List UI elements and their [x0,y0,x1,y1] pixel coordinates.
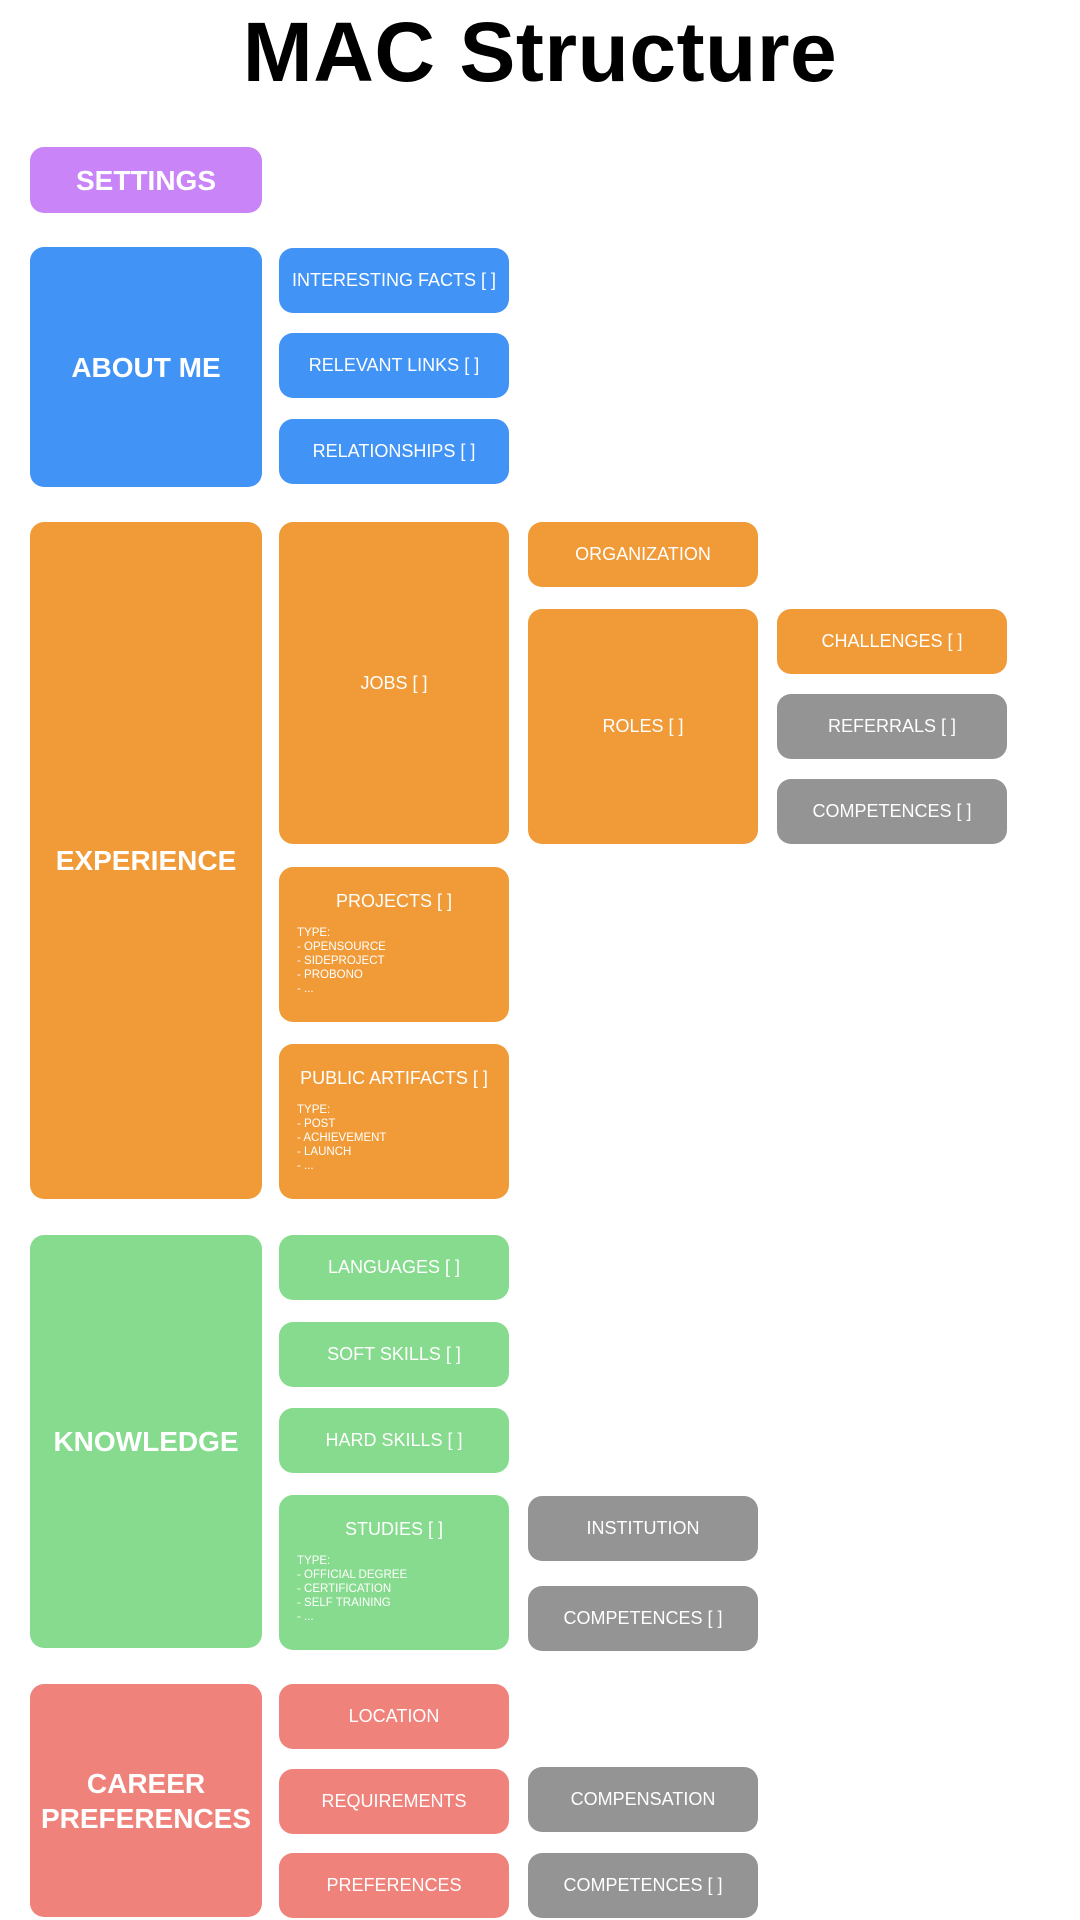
node-organization: ORGANIZATION [528,522,758,587]
node-challenges: CHALLENGES [ ] [777,609,1007,674]
node-career-preferences: CAREER PREFERENCES [30,1684,262,1917]
node-about-me: ABOUT ME [30,247,262,487]
projects-type-label: TYPE: [297,927,331,939]
page-title: MAC Structure [242,4,838,99]
studies-type-item: SELF TRAINING [297,1596,499,1610]
node-location: LOCATION [279,1684,509,1749]
public-artifacts-type-item: ... [297,1159,499,1173]
node-study-competences: COMPETENCES [ ] [528,1586,758,1651]
node-preference-competences: COMPETENCES [ ] [528,1853,758,1918]
node-languages: LANGUAGES [ ] [279,1235,509,1300]
node-hard-skills: HARD SKILLS [ ] [279,1408,509,1473]
node-preferences: PREFERENCES [279,1853,509,1918]
studies-type-item: OFFICIAL DEGREE [297,1568,499,1582]
public-artifacts-label: PUBLIC ARTIFACTS [ ] [300,1068,488,1088]
projects-type-list: TYPE: OPENSOURCE SIDEPROJECT PROBONO ... [289,926,499,996]
node-jobs: JOBS [ ] [279,522,509,844]
projects-type-item: OPENSOURCE [297,940,499,954]
public-artifacts-type-item: POST [297,1117,499,1131]
projects-type-item: ... [297,982,499,996]
studies-type-item: ... [297,1610,499,1624]
node-institution: INSTITUTION [528,1496,758,1561]
node-role-competences: COMPETENCES [ ] [777,779,1007,844]
node-requirements: REQUIREMENTS [279,1769,509,1834]
node-referrals: REFERRALS [ ] [777,694,1007,759]
projects-label: PROJECTS [ ] [335,891,452,911]
studies-type-list: TYPE: OFFICIAL DEGREE CERTIFICATION SELF… [289,1554,499,1624]
node-projects: PROJECTS [ ] TYPE: OPENSOURCE SIDEPROJEC… [279,867,509,1022]
projects-type-item: PROBONO [297,968,499,982]
node-public-artifacts: PUBLIC ARTIFACTS [ ] TYPE: POST ACHIEVEM… [279,1044,509,1199]
node-knowledge: KNOWLEDGE [30,1235,262,1648]
studies-type-label: TYPE: [297,1555,331,1567]
studies-type-item: CERTIFICATION [297,1582,499,1596]
public-artifacts-type-item: LAUNCH [297,1145,499,1159]
node-compensation: COMPENSATION [528,1767,758,1832]
node-experience: EXPERIENCE [30,522,262,1199]
node-soft-skills: SOFT SKILLS [ ] [279,1322,509,1387]
studies-label: STUDIES [ ] [344,1519,443,1539]
node-relationships: RELATIONSHIPS [ ] [279,419,509,484]
public-artifacts-type-label: TYPE: [297,1104,331,1116]
node-studies: STUDIES [ ] TYPE: OFFICIAL DEGREE CERTIF… [279,1495,509,1650]
node-interesting-facts: INTERESTING FACTS [ ] [279,248,509,313]
projects-type-item: SIDEPROJECT [297,954,499,968]
node-relevant-links: RELEVANT LINKS [ ] [279,333,509,398]
public-artifacts-type-list: TYPE: POST ACHIEVEMENT LAUNCH ... [289,1103,499,1173]
node-settings: SETTINGS [30,147,262,213]
node-roles: ROLES [ ] [528,609,758,844]
public-artifacts-type-item: ACHIEVEMENT [297,1131,499,1145]
